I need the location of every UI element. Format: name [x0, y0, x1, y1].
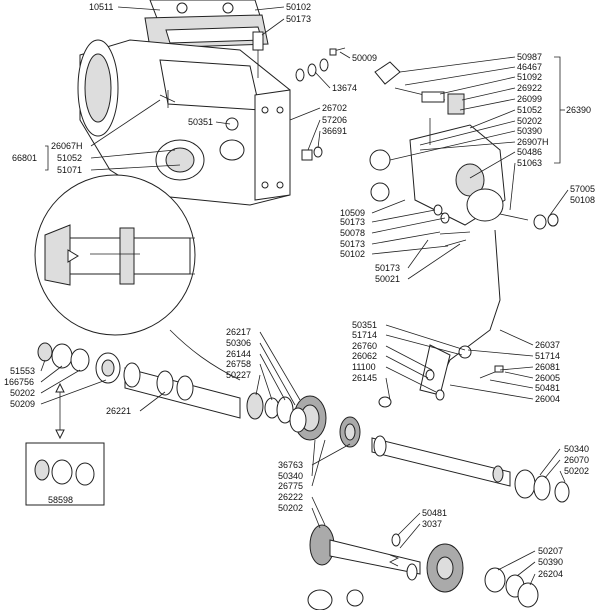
input-shaft — [123, 362, 294, 424]
part-label-26037: 26037 — [535, 340, 560, 350]
part-label-26217: 26217 — [226, 327, 251, 337]
part-label-51063: 51063 — [517, 158, 542, 168]
leader-lines — [40, 6, 569, 586]
top-cover-assembly — [144, 0, 269, 49]
part-label-50202: 50202 — [517, 116, 542, 126]
part-label-26099: 26099 — [517, 94, 542, 104]
part-label-50173: 50173 — [375, 263, 400, 273]
part-label-50173: 50173 — [340, 239, 365, 249]
part-label-51092: 51092 — [517, 72, 542, 82]
part-label-51052: 51052 — [57, 153, 82, 163]
part-label-26005: 26005 — [535, 373, 560, 383]
part-label-50481: 50481 — [422, 508, 447, 518]
part-label-50340: 50340 — [564, 444, 589, 454]
bearing-inset-box — [25, 382, 105, 506]
part-label-50021: 50021 — [375, 274, 400, 284]
part-label-50102: 50102 — [286, 2, 311, 12]
part-label-11100: 11100 — [352, 362, 376, 372]
part-label-50009: 50009 — [352, 53, 377, 63]
part-label-50390: 50390 — [517, 126, 542, 136]
part-label-50202: 50202 — [564, 466, 589, 476]
part-label-26775: 26775 — [278, 481, 303, 491]
part-label-50202: 50202 — [278, 503, 303, 513]
part-label-50227: 50227 — [226, 370, 251, 380]
part-label-26062: 26062 — [352, 351, 377, 361]
part-label-26070: 26070 — [564, 455, 589, 465]
part-label-26907h: 26907H — [517, 137, 549, 147]
part-label-26145: 26145 — [352, 373, 377, 383]
part-label-51714: 51714 — [352, 330, 377, 340]
input-bearings-left — [37, 342, 121, 384]
part-label-3037: 3037 — [422, 519, 442, 529]
part-label-26004: 26004 — [535, 394, 560, 404]
part-label-26221: 26221 — [106, 406, 131, 416]
part-label-10509: 10509 — [340, 208, 365, 218]
bracket-lines — [45, 56, 565, 171]
part-label-26702: 26702 — [322, 103, 347, 113]
part-label-50351: 50351 — [352, 320, 377, 330]
part-label-50987: 50987 — [517, 52, 542, 62]
gear-cluster-middle — [289, 395, 361, 448]
part-label-26081: 26081 — [535, 362, 560, 372]
part-label-26922: 26922 — [517, 83, 542, 93]
part-label-26760: 26760 — [352, 341, 377, 351]
part-label-13674: 13674 — [332, 83, 357, 93]
bolt-parts-right-of-housing — [295, 47, 346, 161]
part-label-50108: 50108 — [570, 195, 595, 205]
part-label-50351: 50351 — [188, 117, 213, 127]
part-label-26204: 26204 — [538, 569, 563, 579]
part-label-51052: 51052 — [517, 105, 542, 115]
part-label-36691: 36691 — [322, 126, 347, 136]
output-shaft — [371, 435, 570, 503]
part-label-50173: 50173 — [340, 217, 365, 227]
shift-fork — [378, 229, 504, 408]
part-label-50481: 50481 — [535, 383, 560, 393]
part-label-58598: 58598 — [48, 495, 73, 505]
part-label-50306: 50306 — [226, 338, 251, 348]
part-label-50173: 50173 — [286, 14, 311, 24]
part-label-51553: 51553 — [10, 366, 35, 376]
part-label-26390: 26390 — [566, 105, 591, 115]
part-label-50202: 50202 — [10, 388, 35, 398]
part-label-10511: 10511 — [89, 2, 113, 12]
part-label-26067h: 26067H — [51, 141, 83, 151]
part-label-50102: 50102 — [340, 249, 365, 259]
part-label-50078: 50078 — [340, 228, 365, 238]
part-label-36763: 36763 — [278, 460, 303, 470]
part-label-50340: 50340 — [278, 471, 303, 481]
part-label-26144: 26144 — [226, 349, 251, 359]
part-label-166756: 166756 — [4, 377, 34, 387]
part-label-50207: 50207 — [538, 546, 563, 556]
part-label-50390: 50390 — [538, 557, 563, 567]
part-number-labels: 10511 50102 50173 50009 13674 50351 2606… — [4, 2, 595, 579]
part-label-50209: 50209 — [10, 399, 35, 409]
part-label-26758: 26758 — [226, 359, 251, 369]
gearbox-housing — [77, 31, 291, 206]
detail-magnifier — [34, 174, 241, 381]
shifter-cover-assembly — [369, 61, 559, 247]
part-label-26222: 26222 — [278, 492, 303, 502]
part-label-46467: 46467 — [517, 62, 542, 72]
part-label-50486: 50486 — [517, 147, 542, 157]
part-label-57005: 57005 — [570, 184, 595, 194]
part-label-57206: 57206 — [322, 115, 347, 125]
countershaft — [307, 524, 539, 610]
part-label-66801: 66801 — [12, 153, 37, 163]
part-label-51071: 51071 — [57, 165, 82, 175]
part-label-51714: 51714 — [535, 351, 560, 361]
